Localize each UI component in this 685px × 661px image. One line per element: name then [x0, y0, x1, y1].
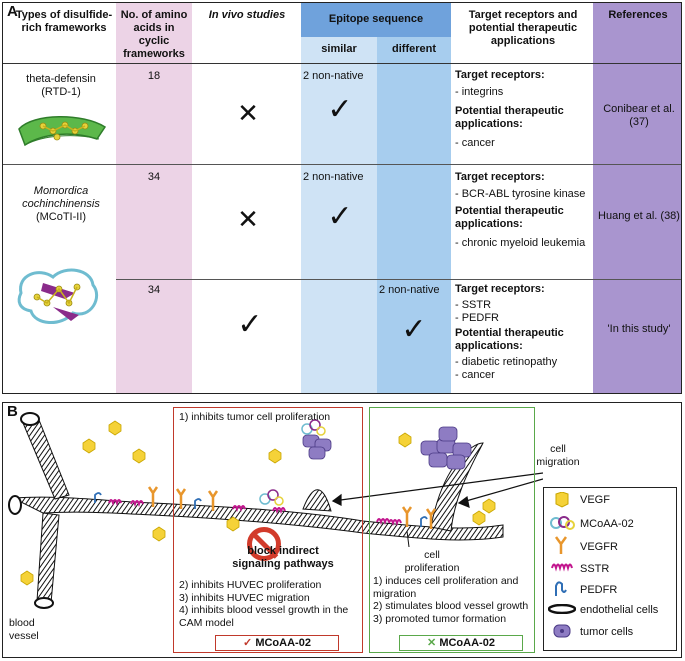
references-column-bg	[593, 3, 681, 393]
block-sign-icon	[247, 527, 281, 561]
x-mark-icon: ✕	[237, 98, 259, 128]
header-different: different	[392, 43, 436, 55]
header-in-vivo: In vivo studies	[208, 9, 286, 21]
amino-acid-count: 18	[147, 70, 161, 82]
legend-label: tumor cells	[580, 626, 634, 638]
amino-acid-count: 34	[147, 171, 161, 183]
legend-label: SSTR	[580, 563, 610, 575]
header-similar: similar	[321, 43, 357, 55]
row-divider	[116, 279, 681, 280]
legend-label: endothelial cells	[580, 604, 659, 616]
hexagon-icon	[555, 492, 569, 508]
rtd1-structure-image	[18, 116, 107, 147]
epitope-header-bg	[301, 3, 451, 37]
reference-cell: Huang et al. (38)	[598, 210, 680, 222]
reference-cell: 'In this study'	[607, 323, 671, 335]
row-divider	[3, 164, 681, 165]
blood-vessel-label: blood vessel	[9, 617, 39, 642]
different-column-bg	[377, 37, 451, 393]
framework-name: theta-defensin (RTD-1)	[26, 73, 96, 98]
targets-cell: Target receptors: - SSTR - PEDFR Potenti…	[455, 283, 564, 381]
coil-icon	[551, 563, 573, 572]
panel-b-label: B	[7, 403, 18, 420]
blood-vessel-drawing	[8, 412, 543, 609]
framework-name: Momordica cochinchinensis (MCoTI-II)	[22, 185, 100, 223]
receptor-icon	[554, 536, 568, 554]
cell-migration-label: cell migration	[536, 443, 580, 468]
endothelial-icon	[548, 604, 576, 614]
similar-column-bg	[301, 37, 377, 393]
panel-b: B	[2, 402, 682, 658]
tumor-icon	[553, 624, 571, 638]
panel-a: A Types of disulfide-rich frameworks No.…	[2, 2, 682, 394]
x-mark-icon: ✕	[427, 637, 437, 649]
row-divider	[3, 63, 681, 64]
targets-cell: Target receptors: - integrins Potential …	[455, 69, 564, 149]
panel-a-label: A	[7, 3, 18, 20]
header-epitope: Epitope sequence	[328, 13, 424, 25]
block-signaling-text: block indirect signaling pathways	[232, 545, 334, 570]
header-frameworks: Types of disulfide-rich frameworks	[15, 9, 113, 34]
legend: VEGF MCoAA-02 VEGFR SSTR PEDFR endotheli…	[543, 487, 677, 651]
check-mark-icon: ✓	[401, 313, 427, 346]
x-mark-icon: ✕	[237, 204, 259, 234]
targets-cell: Target receptors: - BCR-ABL tyrosine kin…	[455, 171, 586, 249]
check-mark-icon: ✓	[327, 200, 353, 233]
hook-icon	[555, 581, 567, 596]
similar-epitope: 2 non-native	[303, 70, 364, 82]
check-mark-icon: ✓	[243, 637, 253, 649]
legend-label: MCoAA-02	[580, 518, 634, 530]
cell-proliferation-label: cell proliferation	[404, 549, 460, 574]
header-amino-acids: No. of amino acids in cyclic frameworks	[120, 9, 188, 60]
reference-cell: Conibear et al. (37)	[603, 103, 675, 128]
red-box-footer: ✓ MCoAA-02	[215, 635, 339, 651]
mcoaa-green-box	[369, 407, 535, 653]
peptide-icon	[550, 516, 575, 530]
different-epitope: 2 non-native	[379, 284, 440, 296]
check-mark-icon: ✓	[237, 308, 263, 341]
inhibits-tumor-proliferation: 1) inhibits tumor cell proliferation	[179, 411, 331, 423]
similar-epitope: 2 non-native	[303, 171, 364, 183]
legend-label: VEGF	[580, 494, 610, 506]
amino-acid-count: 34	[147, 284, 161, 296]
red-box-list: 2) inhibits HUVEC proliferation 3) inhib…	[179, 579, 349, 629]
legend-label: PEDFR	[580, 584, 618, 596]
mcoaa-effects-box	[173, 407, 363, 653]
aa-column-bg	[116, 3, 192, 393]
check-mark-icon: ✓	[327, 93, 353, 126]
green-box-list: 1) induces cell proliferation and migrat…	[373, 575, 529, 625]
legend-label: VEGFR	[580, 541, 618, 553]
green-box-footer: ✕ MCoAA-02	[399, 635, 523, 651]
header-targets: Target receptors and potential therapeut…	[468, 9, 578, 47]
mcoti-structure-image	[17, 268, 99, 324]
header-references: References	[608, 9, 668, 21]
